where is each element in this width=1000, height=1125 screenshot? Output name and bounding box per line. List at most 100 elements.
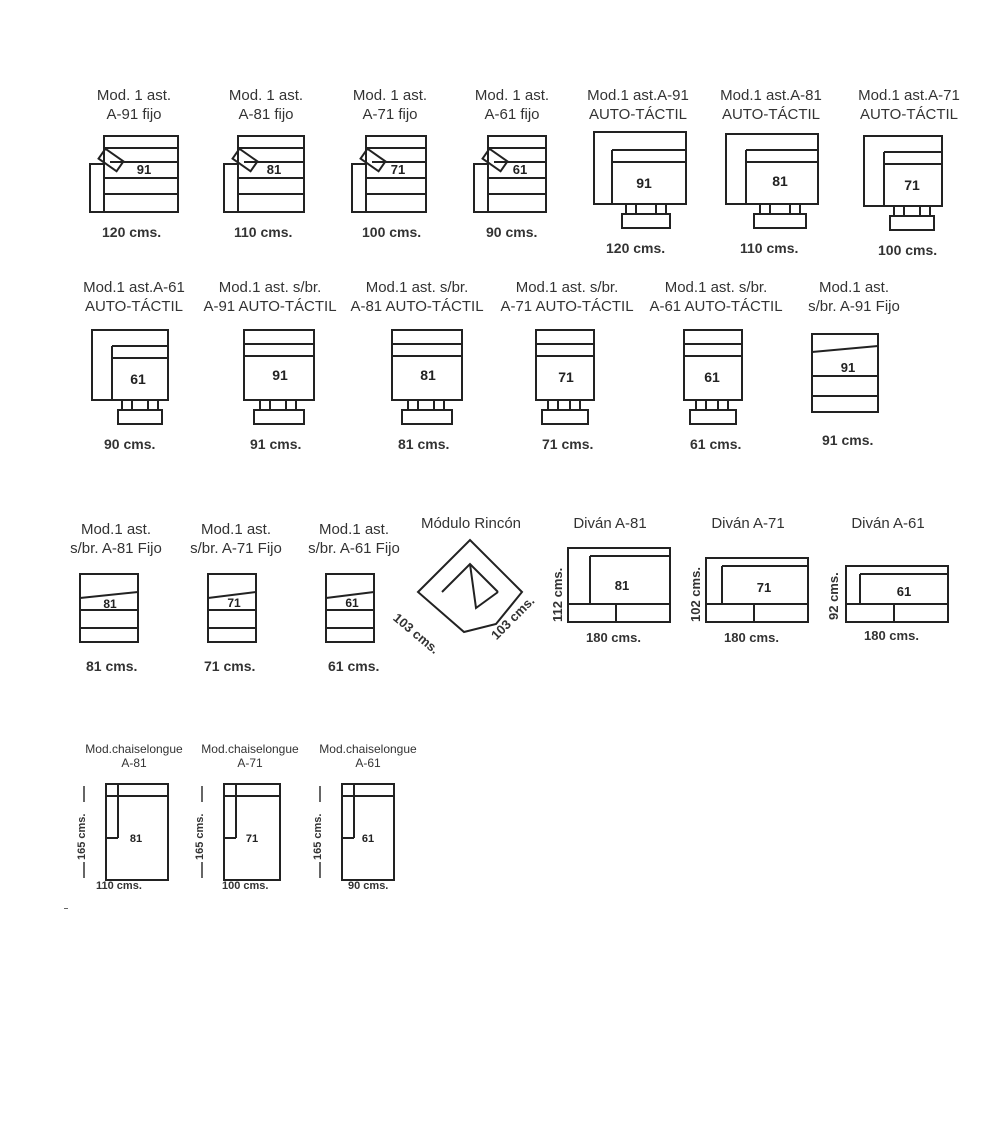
- module-drawing: 71: [351, 135, 427, 213]
- module-caption: Mod.1 ast.s/br. A-61 Fijo: [308, 521, 400, 557]
- module-caption: Diván A-81: [573, 515, 647, 532]
- seat-size-label: 91: [272, 367, 288, 383]
- width-dimension: 180 cms.: [724, 630, 779, 645]
- module-drawing: 81: [567, 547, 671, 623]
- seat-size-label: 91: [841, 360, 855, 375]
- module-caption: Mod. 1 ast.A-91 fijo: [96, 87, 172, 123]
- seat-size-label: 81: [103, 597, 117, 611]
- module-drawing: 71: [207, 573, 257, 643]
- seat-size-label: 71: [558, 369, 574, 385]
- width-dimension: 61 cms.: [690, 436, 742, 452]
- module-caption: Diván A-71: [711, 515, 785, 532]
- width-dimension: 100 cms.: [222, 880, 269, 892]
- module-caption: Mod. 1 ast.A-71 fijo: [352, 87, 428, 123]
- seat-size-label: 71: [227, 596, 241, 610]
- width-dimension: 110 cms.: [740, 240, 799, 256]
- seat-size-label: 71: [904, 177, 920, 193]
- module-drawing: 61: [325, 573, 375, 643]
- depth-dimension: 165 cms.: [194, 813, 206, 860]
- seat-size-label: 91: [137, 162, 151, 177]
- width-dimension: 61 cms.: [328, 658, 380, 674]
- module-drawing: 81: [83, 783, 169, 881]
- module-armless-a71-fijo: Mod.1 ast.s/br. A-71 Fijo 71 71 cms.: [180, 520, 292, 680]
- module-drawing: 91: [243, 329, 315, 425]
- module-drawing: [416, 538, 524, 634]
- module-divan-a71: Diván A-71 71 102 cms. 180 cms.: [684, 514, 812, 652]
- module-drawing: 61: [91, 329, 169, 425]
- seat-size-label: 81: [130, 833, 142, 845]
- module-drawing: 81: [223, 135, 305, 213]
- module-drawing: 61: [845, 565, 949, 623]
- module-armless-a61-fijo: Mod.1 ast.s/br. A-61 Fijo 61 61 cms.: [298, 520, 410, 680]
- module-divan-a81: Diván A-81 81 112 cms. 180 cms.: [546, 514, 674, 652]
- width-dimension: 90 cms.: [486, 224, 538, 240]
- module-drawing: 61: [319, 783, 395, 881]
- module-armless-a61-auto-tactil: Mod.1 ast. s/br.A-61 AUTO-TÁCTIL 61 61 c…: [644, 278, 788, 458]
- module-1-seat-a61-fijo: Mod. 1 ast.A-61 fijo 61 90 cms.: [458, 86, 566, 246]
- depth-dimension: 165 cms.: [76, 813, 88, 860]
- seat-size-label: 61: [345, 596, 359, 610]
- width-dimension: 110 cms.: [234, 224, 293, 240]
- width-dimension: 91 cms.: [250, 436, 302, 452]
- width-dimension: 180 cms.: [864, 628, 919, 643]
- module-caption: Diván A-61: [851, 515, 925, 532]
- width-dimension: 81 cms.: [398, 436, 450, 452]
- width-dimension: 100 cms.: [878, 242, 938, 258]
- stray-mark: [64, 908, 68, 909]
- width-dimension: 81 cms.: [86, 658, 138, 674]
- module-caption: Mod.1 ast. s/br.A-61 AUTO-TÁCTIL: [649, 279, 783, 315]
- module-caption: Mod.1 ast.s/br. A-81 Fijo: [70, 521, 162, 557]
- module-caption: Mod. 1 ast.A-81 fijo: [228, 87, 304, 123]
- seat-size-label: 81: [615, 578, 629, 593]
- module-drawing: 91: [89, 135, 179, 213]
- module-drawing: 61: [473, 135, 547, 213]
- module-caption: Mod.1 ast. s/br.A-91 AUTO-TÁCTIL: [203, 279, 337, 315]
- seat-size-label: 61: [513, 162, 527, 177]
- seat-size-label: 81: [772, 173, 788, 189]
- seat-size-label: 61: [130, 371, 146, 387]
- module-drawing: 81: [391, 329, 463, 425]
- width-dimension: 90 cms.: [348, 880, 389, 892]
- module-armless-a81-fijo: Mod.1 ast.s/br. A-81 Fijo 81 81 cms.: [60, 520, 172, 680]
- module-drawing: 81: [79, 573, 139, 643]
- module-caption: Módulo Rincón: [420, 515, 522, 532]
- module-divan-a61: Diván A-61 61 92 cms. 180 cms.: [824, 514, 952, 652]
- module-drawing: 61: [683, 329, 743, 425]
- seat-size-label: 71: [246, 833, 258, 845]
- module-caption: Mod.1 ast.s/br. A-71 Fijo: [190, 521, 282, 557]
- module-drawing: 91: [811, 333, 879, 413]
- seat-size-label: 61: [704, 369, 720, 385]
- depth-dimension: 112 cms.: [550, 567, 565, 622]
- seat-size-label: 91: [636, 175, 652, 191]
- module-1-seat-a81-fijo: Mod. 1 ast.A-81 fijo 81 110 cms.: [212, 86, 320, 246]
- module-caption: Mod.1 ast.s/br. A-91 Fijo: [808, 279, 900, 315]
- width-dimension: 120 cms.: [606, 240, 666, 256]
- width-dimension: 90 cms.: [104, 436, 156, 452]
- depth-dimension: 102 cms.: [688, 567, 703, 622]
- module-drawing: 71: [705, 557, 809, 623]
- width-dimension: 120 cms.: [102, 224, 162, 240]
- width-dimension: 91 cms.: [822, 432, 874, 448]
- width-dimension: 71 cms.: [542, 436, 594, 452]
- seat-size-label: 71: [757, 580, 771, 595]
- module-corner-rincon: Módulo Rincón 103 cms. 103 cms.: [390, 514, 544, 657]
- seat-size-label: 61: [362, 833, 374, 845]
- module-armless-a91-fijo: Mod.1 ast.s/br. A-91 Fijo 91 91 cms.: [792, 278, 916, 454]
- module-drawing: 91: [593, 131, 687, 229]
- seat-size-label: 81: [267, 162, 281, 177]
- module-armless-a81-auto-tactil: Mod.1 ast. s/br.A-81 AUTO-TÁCTIL 81 81 c…: [346, 278, 488, 458]
- module-caption: Mod.1 ast. s/br.A-71 AUTO-TÁCTIL: [500, 279, 634, 315]
- module-drawing: 71: [863, 135, 943, 231]
- module-1-seat-a91-fijo: Mod. 1 ast.A-91 fijo 91 120 cms.: [80, 86, 188, 246]
- module-armless-a91-auto-tactil: Mod.1 ast. s/br.A-91 AUTO-TÁCTIL 91 91 c…: [200, 278, 340, 458]
